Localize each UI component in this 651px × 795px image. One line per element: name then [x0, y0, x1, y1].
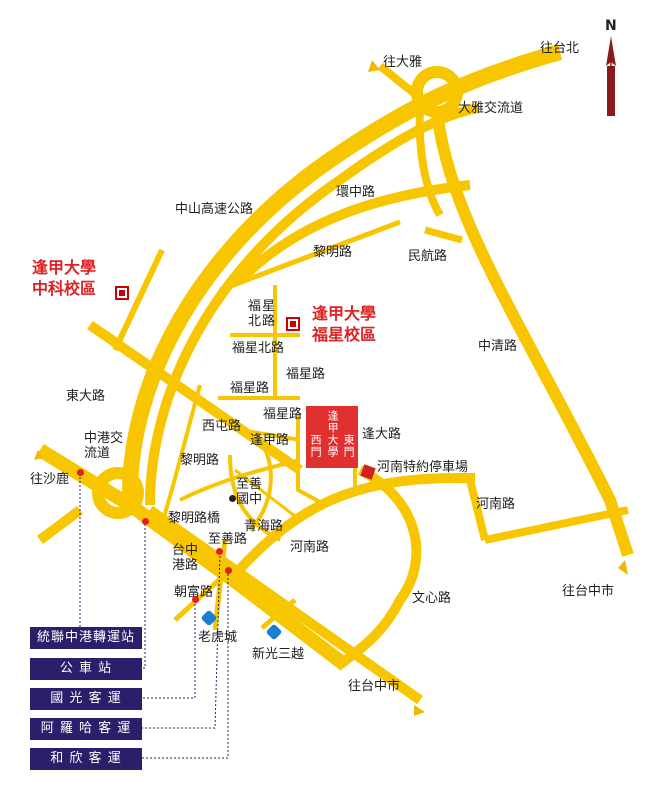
label-qinghai-rd: 青海路 [244, 519, 284, 534]
university-name: 逢甲大學 [326, 410, 340, 458]
label-to-taipei: 往台北 [540, 41, 580, 56]
bus-stop-dot-1 [142, 518, 149, 525]
label-fuxing-rd-1: 福星路 [286, 367, 326, 382]
campus-fuxing-label: 逢甲大學 福星校區 [312, 304, 376, 346]
label-fuxing-rd-2: 福星路 [230, 381, 270, 396]
campus-fuxing-line1: 逢甲大學 [312, 304, 377, 323]
school-marker-icon [229, 495, 236, 502]
university-west-gate: 西門 [309, 434, 323, 458]
label-zhishan-school: 至善國中 [236, 477, 263, 507]
bus-stop-dot-4 [225, 567, 232, 574]
label-zhonggang-interchange: 中港交流道 [84, 431, 124, 461]
compass-label: N [605, 18, 617, 34]
campus-fuxing-marker-icon [286, 317, 300, 331]
campus-fuxing-line2: 福星校區 [312, 324, 377, 344]
university-east-gate: 東門 [342, 434, 356, 458]
road-network [36, 44, 634, 705]
legend-item-ubus-terminal: 統聯中港轉運站 [30, 627, 142, 649]
campus-zhongke-line1: 逢甲大學 [32, 258, 97, 277]
label-fengjia-rd: 逢甲路 [250, 433, 290, 448]
legend-item-kuo-kuang: 國 光 客 運 [30, 688, 142, 710]
road-arrows [34, 60, 628, 716]
label-fuxing-rd-3: 福星路 [263, 407, 303, 422]
label-zhishan-rd: 至善路 [208, 532, 248, 547]
label-daya-interchange: 大雅交流道 [458, 101, 524, 116]
legend-item-bus-stop: 公 車 站 [30, 658, 142, 680]
campus-zhongke-line2: 中科校區 [32, 278, 97, 298]
university-block: 西門 逢甲大學 東門 [306, 406, 358, 468]
campus-zhongke-marker-icon [115, 286, 129, 300]
label-liming-bridge: 黎明路橋 [168, 511, 221, 526]
label-huanzhong-rd: 環中路 [336, 185, 376, 200]
label-fengda-rd: 逢大路 [362, 427, 402, 442]
label-henan-rd: 河南路 [290, 540, 330, 555]
label-liming-rd-lower: 黎明路 [180, 453, 220, 468]
label-xitun-rd: 西屯路 [202, 419, 242, 434]
label-zhongshan-freeway: 中山高速公路 [175, 202, 254, 217]
label-wenxin-rd: 文心路 [412, 591, 452, 606]
label-laohucheng: 老虎城 [198, 630, 238, 645]
label-chaofu-rd: 朝富路 [174, 585, 214, 600]
compass-icon [606, 36, 616, 116]
label-zhongqing-rd: 中清路 [478, 339, 518, 354]
label-to-taichung-city-south: 往台中市 [348, 679, 401, 694]
label-minhang-rd: 民航路 [408, 249, 448, 264]
label-liming-rd-upper: 黎明路 [313, 245, 353, 260]
bus-stop-dot-3 [216, 548, 223, 555]
label-to-daya: 往大雅 [383, 55, 423, 70]
bus-stop-dot-zhonggang [77, 469, 84, 476]
campus-zhongke-label: 逢甲大學 中科校區 [32, 258, 96, 300]
legend-item-aloha: 阿 羅 哈 客 運 [30, 718, 142, 740]
label-henan-rd-east: 河南路 [476, 497, 516, 512]
label-to-shalu: 往沙鹿 [30, 472, 70, 487]
label-to-taichung-city-east: 往台中市 [562, 584, 615, 599]
label-fuxing-bei-rd-vertical: 福星北路 [248, 299, 277, 329]
label-dongda-rd: 東大路 [66, 389, 106, 404]
label-shinkong-mitsukoshi: 新光三越 [252, 647, 305, 662]
label-fuxing-bei-rd: 福星北路 [232, 341, 285, 356]
label-taichung-port-rd: 台中港路 [172, 543, 199, 573]
label-henan-parking: 河南特約停車場 [377, 460, 469, 475]
legend-item-ho-hsin: 和 欣 客 運 [30, 748, 142, 770]
bus-stop-dot-2 [192, 596, 199, 603]
